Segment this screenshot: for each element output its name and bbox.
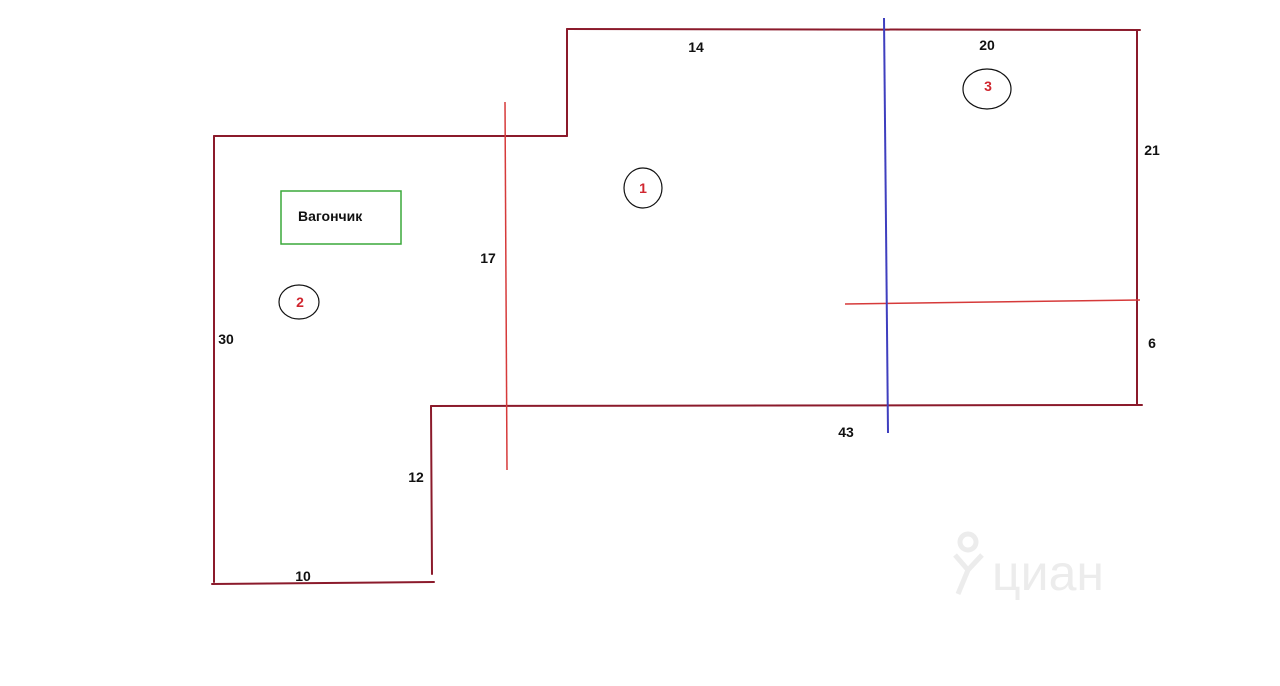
dim-divider: 17 [480,250,496,266]
zone-label-1: 1 [639,180,647,196]
property-boundary [211,28,1143,585]
dim-step-vertical: 12 [408,469,424,485]
zone-marker-3: 3 [962,68,1012,110]
boundary-top [566,28,1141,31]
boundary-bottom-left [211,581,435,585]
dim-bottom-left: 10 [295,568,311,584]
dimension-labels: 14 20 21 6 43 12 10 30 17 [218,37,1160,584]
divider-horizontal-red [844,299,1141,305]
dim-left: 30 [218,331,234,347]
watermark-text: циан [992,545,1104,601]
zone-label-2: 2 [296,294,304,310]
zone-marker-2: 2 [278,284,320,320]
dim-top-left: 14 [688,39,704,55]
watermark: циан [953,531,1104,601]
wagon-label: Вагончик [298,208,363,224]
boundary-bottom-main [430,404,1143,407]
divider-vertical-red [504,101,508,471]
zone-label-3: 3 [984,78,992,94]
dim-right-upper: 21 [1144,142,1160,158]
divider-vertical-blue [883,17,889,434]
division-lines [504,101,1141,471]
person-icon [953,531,984,595]
dim-top-right: 20 [979,37,995,53]
wagon-box: Вагончик [280,190,402,245]
wagon-rect [280,190,402,245]
zone-marker-1: 1 [623,167,663,209]
dim-right-lower: 6 [1148,335,1156,351]
boundary-step-vertical [430,405,433,575]
dim-bottom-middle: 43 [838,424,854,440]
